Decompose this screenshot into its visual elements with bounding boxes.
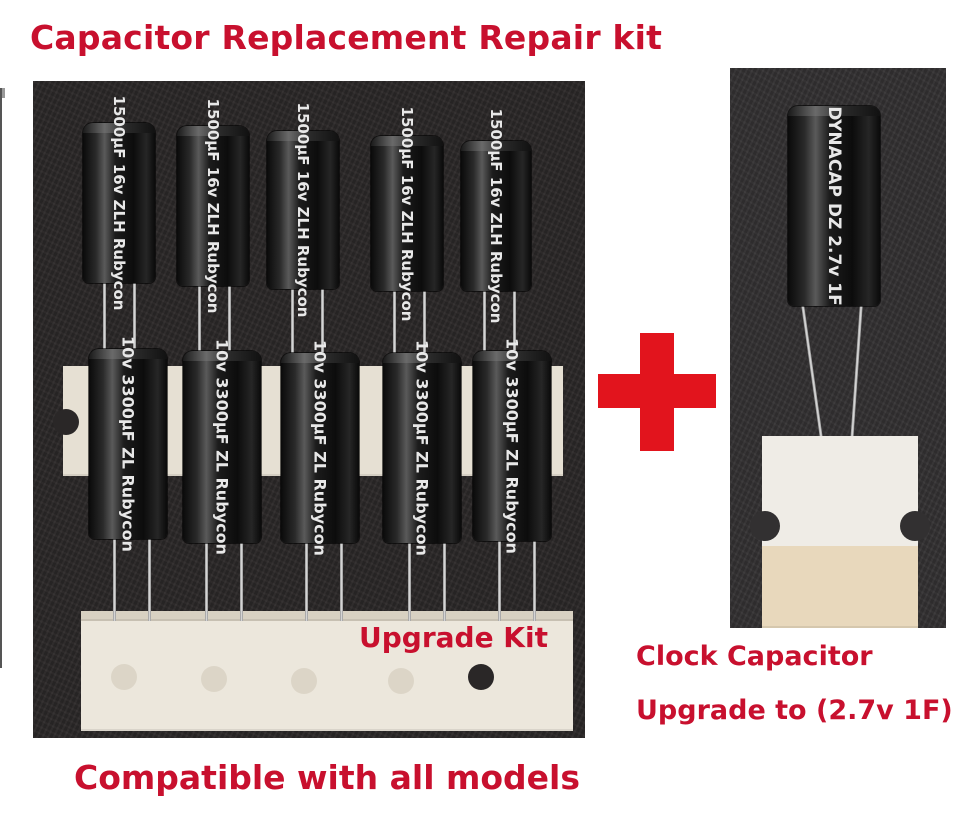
- lead: [483, 281, 486, 371]
- lead: [498, 541, 501, 621]
- lead: [103, 276, 106, 366]
- capacitor-marking: 1500µF 16v ZLH Rubycon: [204, 98, 222, 314]
- lead: [533, 541, 536, 621]
- page-title: Capacitor Replacement Repair kit: [30, 18, 663, 57]
- tape-hole: [291, 668, 317, 694]
- lead: [198, 276, 201, 371]
- lead: [849, 298, 864, 448]
- capacitor-marking: DYNACAP DZ 2.7v 1F: [824, 106, 844, 306]
- lead: [240, 541, 243, 621]
- clock-capacitor: DYNACAP DZ 2.7v 1F: [788, 106, 880, 306]
- clock-tape-backing: [762, 546, 918, 628]
- tape-hole: [201, 666, 227, 692]
- capacitor-3300uf: 10v 3300µF ZL Rubycon: [89, 336, 167, 552]
- lead: [443, 541, 446, 621]
- lead: [513, 281, 516, 371]
- clock-capacitor-label: Clock Capacitor: [636, 641, 873, 672]
- plus-icon: [598, 333, 716, 451]
- edge-artifact: [0, 88, 2, 668]
- clock-capacitor-photo: DYNACAP DZ 2.7v 1F: [730, 68, 946, 628]
- tape-hole: [111, 664, 137, 690]
- clock-upgrade-label: Upgrade to (2.7v 1F): [636, 695, 953, 726]
- capacitor-3300uf: 10v 3300µF ZL Rubycon: [281, 340, 359, 556]
- capacitor-marking: 10v 3300µF ZL Rubycon: [310, 340, 330, 556]
- tape-hole: [468, 664, 494, 690]
- lead: [321, 276, 324, 366]
- capacitor-marking: 10v 3300µF ZL Rubycon: [502, 338, 522, 554]
- tape-edge: [81, 611, 573, 621]
- lead: [800, 298, 823, 438]
- lead: [205, 541, 208, 621]
- lead: [305, 541, 308, 621]
- capacitor-marking: 10v 3300µF ZL Rubycon: [412, 340, 432, 556]
- tape-hole: [53, 409, 79, 435]
- lead: [228, 276, 231, 366]
- capacitor-marking: 1500µF 16v ZLH Rubycon: [110, 95, 128, 311]
- capacitor-1500uf: 1500µF 16v ZLH Rubycon: [371, 106, 443, 321]
- lead: [148, 536, 151, 621]
- lead: [393, 281, 396, 371]
- capacitor-kit-photo: 1500µF 16v ZLH Rubycon 1500µF 16v ZLH Ru…: [33, 81, 585, 738]
- capacitor-1500uf: 1500µF 16v ZLH Rubycon: [461, 109, 531, 323]
- lead: [340, 541, 343, 621]
- lead: [133, 276, 136, 361]
- capacitor-1500uf: 1500µF 16v ZLH Rubycon: [83, 96, 155, 310]
- capacitor-marking: 1500µF 16v ZLH Rubycon: [398, 106, 416, 321]
- lead: [423, 281, 426, 371]
- capacitor-marking: 10v 3300µF ZL Rubycon: [212, 339, 232, 555]
- lead: [408, 541, 411, 621]
- capacitor-marking: 1500µF 16v ZLH Rubycon: [294, 102, 312, 318]
- upgrade-kit-label: Upgrade Kit: [359, 621, 548, 654]
- lead: [291, 276, 294, 371]
- capacitor-3300uf: 10v 3300µF ZL Rubycon: [473, 338, 551, 554]
- capacitor-1500uf: 1500µF 16v ZLH Rubycon: [177, 99, 249, 313]
- lead: [113, 536, 116, 621]
- compatibility-caption: Compatible with all models: [74, 758, 581, 797]
- tape-hole: [750, 511, 780, 541]
- edge-artifact-mark: [2, 88, 5, 98]
- capacitor-marking: 1500µF 16v ZLH Rubycon: [487, 108, 505, 324]
- capacitor-3300uf: 10v 3300µF ZL Rubycon: [183, 339, 261, 555]
- capacitor-3300uf: 10v 3300µF ZL Rubycon: [383, 340, 461, 556]
- tape-hole: [900, 511, 930, 541]
- tape-hole: [388, 668, 414, 694]
- capacitor-marking: 10v 3300µF ZL Rubycon: [118, 336, 138, 552]
- capacitor-1500uf: 1500µF 16v ZLH Rubycon: [267, 103, 339, 317]
